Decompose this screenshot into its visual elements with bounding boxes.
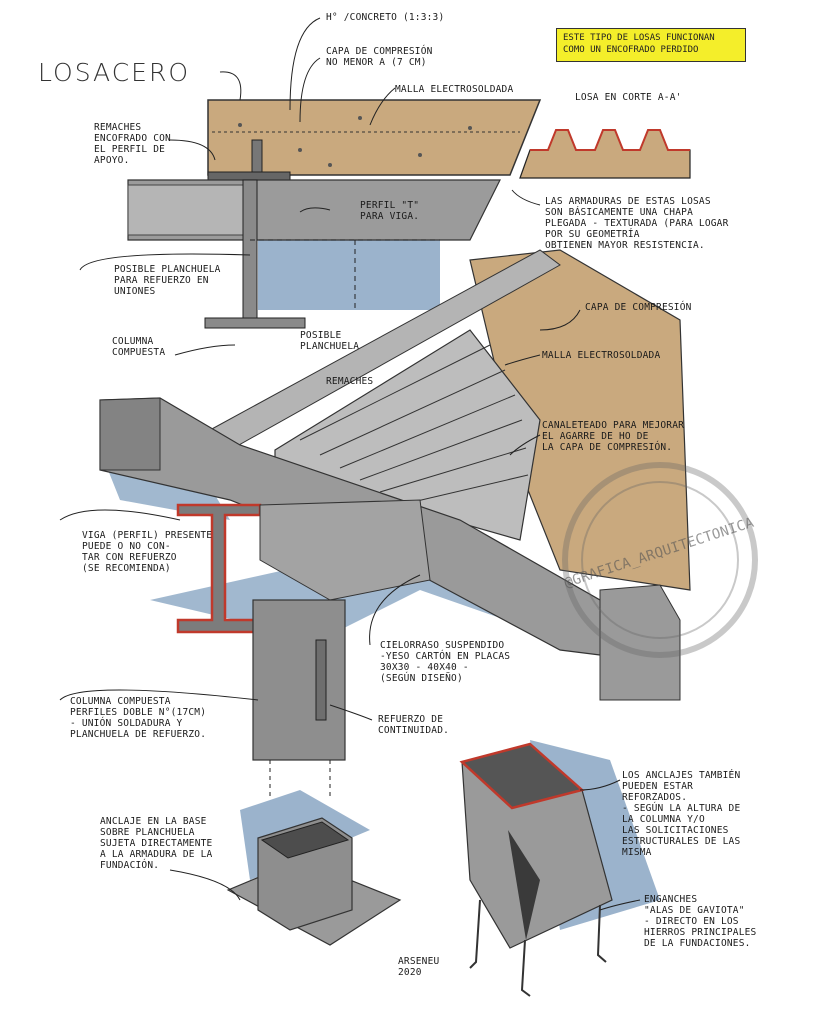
base-anchor-detail: [226, 790, 402, 946]
yellow-note: ESTE TIPO DE LOSAS FUNCIONAN COMO UN ENC…: [556, 28, 746, 62]
diagram-title: LOSACERO: [38, 58, 191, 87]
right-beam-end: [599, 584, 681, 701]
label-remaches: REMACHES ENCOFRADO CON EL PERFIL DE APOY…: [94, 122, 171, 166]
label-anclaje-base: ANCLAJE EN LA BASE SOBRE PLANCHUELA SUJE…: [100, 816, 213, 871]
watermark-stamp: [562, 462, 758, 658]
label-planchuela-union: POSIBLE PLANCHUELA PARA REFUERZO EN UNIO…: [114, 264, 221, 297]
secondary-beam: [259, 499, 431, 601]
label-capa-min: CAPA DE COMPRESIÓN NO MENOR A (7 cm): [326, 46, 433, 68]
composite-column: [252, 599, 346, 761]
label-capa-comp: CAPA DE COMPRESIÓN: [585, 302, 692, 313]
label-columna-compuesta: COLUMNA COMPUESTA: [112, 336, 166, 358]
label-cielorraso: CIELORRASO SUSPENDIDO -YESO CARTÓN EN PL…: [380, 640, 511, 684]
label-columna-perfiles: COLUMNA COMPUESTA PERFILES DOBLE N°(17cm…: [70, 696, 207, 740]
label-remaches-mid: REMACHES: [326, 376, 374, 387]
concrete-slab: [207, 99, 542, 176]
column-top: [242, 179, 258, 321]
label-refuerzo: REFUERZO DE CONTINUIDAD.: [378, 714, 450, 736]
label-armaduras: LAS ARMADURAS DE ESTAS LOSAS SON BÁSICAM…: [545, 196, 729, 251]
losa-corte-section: [519, 129, 691, 179]
leader-lines: [59, 17, 641, 911]
top-section-detail: [127, 99, 691, 329]
beam-shadow: [258, 240, 440, 310]
isometric-assembly: [99, 249, 691, 800]
label-perfil-t: PERFIL "T" PARA VIGA.: [360, 200, 420, 222]
signature: ARSENEU 2020: [398, 956, 440, 978]
reinforced-anchor-detail: [459, 740, 660, 997]
label-enganches: ENGANCHES "ALAS DE GAVIOTA" - DIRECTO EN…: [644, 894, 757, 949]
label-canaleteado: CANALETEADO PARA MEJORAR EL AGARRE DE HO…: [542, 420, 685, 453]
label-malla-top: MALLA ELECTROSOLDADA: [395, 84, 514, 95]
label-anclajes: LOS ANCLAJES TAMBIÉN PUEDEN ESTAR REFORZ…: [622, 770, 741, 858]
gull-wing-hooks: [469, 899, 607, 997]
label-concreto: H° /CONCRETO (1:3:3): [326, 12, 445, 23]
label-malla-mid: MALLA ELECTROSOLDADA: [542, 350, 661, 361]
label-losa-corte: LOSA EN CORTE A-A': [575, 92, 682, 103]
label-viga-perfil: VIGA (PERFIL) PRESENTE PUEDE O NO CON- T…: [82, 530, 213, 574]
label-posible-planchuela: POSIBLE PLANCHUELA: [300, 330, 360, 352]
